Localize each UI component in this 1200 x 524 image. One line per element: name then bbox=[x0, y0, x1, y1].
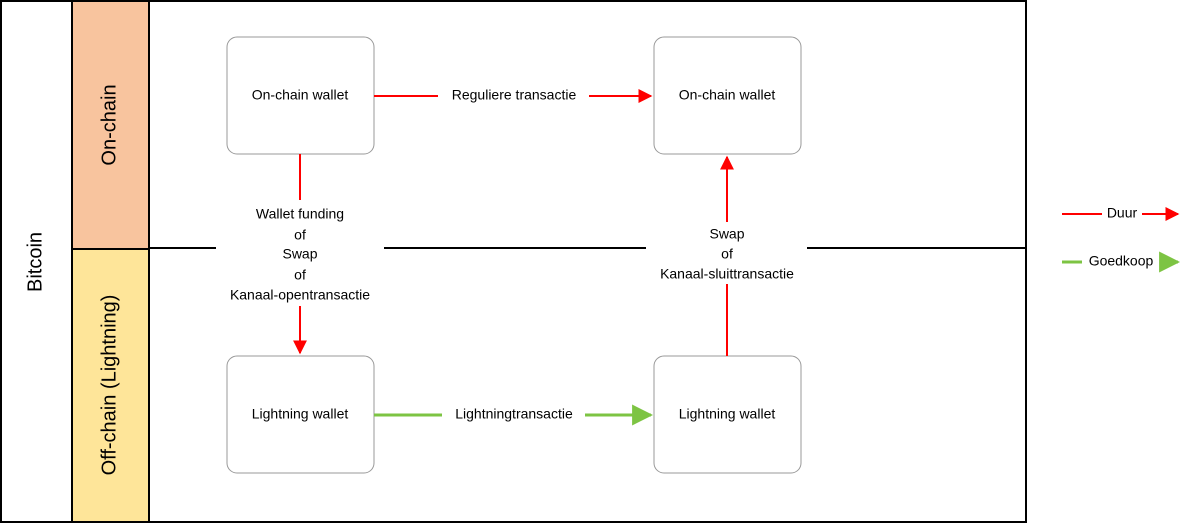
node-lightning-wallet-right-label: Lightning wallet bbox=[679, 406, 776, 422]
node-onchain-wallet-left-label: On-chain wallet bbox=[252, 87, 349, 103]
edge-funding-label-2: of bbox=[294, 227, 306, 243]
node-lightning-wallet-left-label: Lightning wallet bbox=[252, 406, 349, 422]
edge-funding-label-1: Wallet funding bbox=[256, 206, 344, 222]
legend-slow-label: Duur bbox=[1107, 205, 1138, 221]
lane-offchain-header bbox=[71, 248, 150, 523]
edge-funding-label-4: of bbox=[294, 267, 306, 283]
edge-funding-label-5: Kanaal-opentransactie bbox=[230, 287, 370, 303]
edge-closing-label-3: Kanaal-sluittransactie bbox=[660, 266, 794, 282]
edge-closing-label-1: Swap bbox=[709, 226, 744, 242]
edge-regular-transaction-label: Reguliere transactie bbox=[452, 87, 577, 103]
pool-title: Bitcoin bbox=[24, 232, 46, 292]
edge-funding-label-3: Swap bbox=[282, 246, 317, 262]
edge-lightning-transaction-label: Lightningtransactie bbox=[455, 406, 573, 422]
lane-onchain-title: On-chain bbox=[98, 84, 120, 165]
lane-offchain-title: Off-chain (Lightning) bbox=[98, 295, 120, 476]
node-onchain-wallet-right-label: On-chain wallet bbox=[679, 87, 776, 103]
node-onchain-wallet-right[interactable] bbox=[653, 36, 802, 155]
edge-closing-label-2: of bbox=[721, 246, 733, 262]
legend-cheap-label: Goedkoop bbox=[1089, 253, 1154, 269]
pool-frame bbox=[0, 0, 1027, 523]
